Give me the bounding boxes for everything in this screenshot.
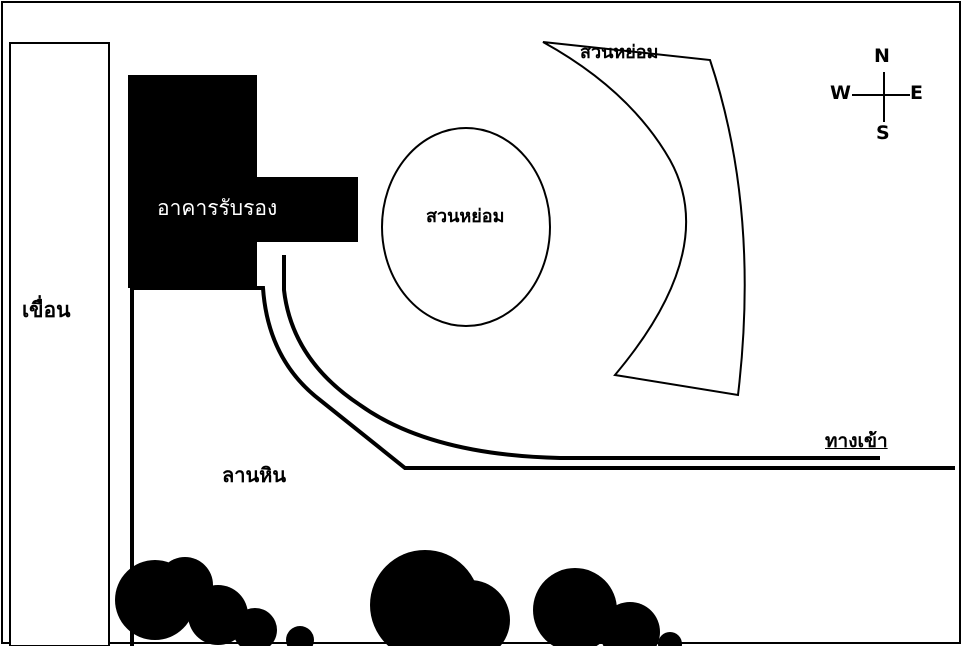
rock-plaza-label: ลานหิน bbox=[222, 463, 287, 487]
compass-west-label: W bbox=[830, 82, 851, 104]
compass-east-label: E bbox=[910, 82, 923, 104]
trees bbox=[115, 550, 682, 646]
tree-icon bbox=[533, 568, 617, 646]
entrance-road bbox=[282, 255, 880, 460]
garden-crescent-label: สวนหย่อม bbox=[580, 42, 659, 63]
dam-label: เขื่อน bbox=[22, 298, 71, 322]
garden-circle-label: สวนหย่อม bbox=[426, 206, 505, 227]
tree-icon bbox=[600, 602, 660, 646]
reception-building-shape bbox=[128, 75, 358, 288]
garden-circle-shape bbox=[381, 127, 551, 327]
compass-south-label: S bbox=[876, 122, 890, 144]
compass-north-label: N bbox=[874, 45, 890, 67]
tree-icon bbox=[286, 626, 314, 646]
dam-area bbox=[9, 42, 110, 646]
tree-icon bbox=[658, 632, 682, 646]
reception-building-label: อาคารรับรอง bbox=[157, 196, 278, 220]
tree-icon bbox=[233, 608, 277, 646]
tree-icon bbox=[430, 580, 510, 646]
garden-crescent-shape bbox=[542, 41, 746, 397]
entrance-label: ทางเข้า bbox=[825, 430, 888, 452]
